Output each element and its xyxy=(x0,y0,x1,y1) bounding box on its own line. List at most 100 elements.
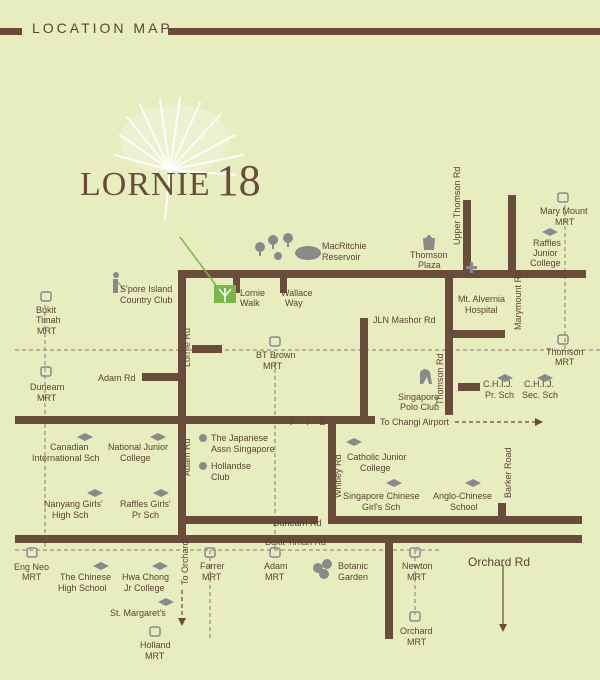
road-adam-upper xyxy=(142,373,186,381)
label-njc: National Junior xyxy=(108,442,168,452)
road-barker xyxy=(498,503,506,521)
label-alvernia-2: Hospital xyxy=(465,305,498,315)
label-wallace-way-2: Way xyxy=(285,298,303,308)
label-mrt-mary-mount: Mary Mount xyxy=(540,206,588,216)
mrt-icon-newton xyxy=(409,547,421,558)
label-thomson-plaza: Thomson xyxy=(410,250,448,260)
label-mrt-orchard: Orchard xyxy=(400,626,433,636)
label-japanese-assn: The Japanese xyxy=(211,433,268,443)
road-wallace-stub xyxy=(233,278,240,293)
header-rule-right xyxy=(168,28,600,35)
label-jln-mashor: JLN Mashor Rd xyxy=(373,315,436,325)
reservoir-icon xyxy=(295,246,321,260)
school-icon-chij-pr xyxy=(497,374,513,382)
label-lornie-walk-2: Walk xyxy=(240,298,260,308)
label-hollandse: Hollandse xyxy=(211,461,251,471)
mrt-icon-dunearn xyxy=(40,366,52,377)
label-to-changi: To Changi Airport xyxy=(380,417,450,427)
label-japanese-assn-2: Assn Singapore xyxy=(211,444,275,454)
label-raffles-jc: Raffles xyxy=(533,238,561,248)
header-rule-left xyxy=(0,28,22,35)
road-bukit-timah-west xyxy=(15,535,340,543)
label-scgs: Singapore Chinese xyxy=(343,491,420,501)
trees-icon-macritchie xyxy=(255,233,293,260)
label-whitley: Whitley Rd xyxy=(333,454,343,498)
label-pie: P I E xyxy=(290,417,329,427)
label-acs: Anglo-Chinese xyxy=(433,491,492,501)
label-barker: Barker Road xyxy=(503,447,513,498)
label-mrt-farrer-2: MRT xyxy=(202,572,222,582)
label-njc-2: College xyxy=(120,453,151,463)
school-icon-chinese-high xyxy=(93,562,109,570)
label-marymount: Marymount Rd xyxy=(513,271,523,330)
label-golf-2: Country Club xyxy=(120,295,173,305)
label-raffles-jc-3: College xyxy=(530,258,561,268)
arrow-to-changi-head xyxy=(535,418,543,426)
label-bukit-timah: Bukit Timah Rd xyxy=(265,537,326,547)
label-mrt-bt-brown: BT Brown xyxy=(256,350,295,360)
label-acs-2: School xyxy=(450,502,478,512)
label-mrt-farrer: Farrer xyxy=(200,561,225,571)
label-upper-thomson: Upper Thomson Rd xyxy=(452,167,462,245)
school-icon-cjc xyxy=(346,438,362,446)
label-raffles-girls-2: Pr Sch xyxy=(132,510,159,520)
mrt-icon-holland xyxy=(149,626,161,637)
label-chij-sec: C.H.I.J. xyxy=(524,379,554,389)
label-botanic-2: Garden xyxy=(338,572,368,582)
label-mrt-holland-2: MRT xyxy=(145,651,165,661)
road-pie xyxy=(15,416,375,424)
polo-horse-icon xyxy=(420,369,432,384)
label-mrt-bukit-timah-2: Timah xyxy=(36,315,61,325)
hospital-icon xyxy=(466,262,477,273)
trees-icon-botanic xyxy=(313,559,332,579)
label-mrt-bt-brown-2: MRT xyxy=(263,361,283,371)
mrt-icon-thomson xyxy=(557,334,569,345)
school-icon-chij-sec xyxy=(537,374,553,382)
label-chinese-high-2: High School xyxy=(58,583,107,593)
label-mrt-eng-neo: Eng Neo xyxy=(14,562,49,572)
road-jln-mashor xyxy=(360,318,368,420)
mrt-icon-farrer xyxy=(204,547,216,558)
road-thomson-link xyxy=(445,330,505,338)
school-icon-raffles-jc xyxy=(542,228,558,236)
label-mrt-thomson-2: MRT xyxy=(555,357,575,367)
golf-icon xyxy=(113,272,125,293)
mrt-icon-bukit-timah xyxy=(40,291,52,302)
label-mrt-adam-2: MRT xyxy=(265,572,285,582)
label-mrt-newton-2: MRT xyxy=(407,572,427,582)
label-botanic: Botanic xyxy=(338,561,369,571)
label-lornie-walk: Lornie xyxy=(240,288,265,298)
label-mrt-dunearn-2: MRT xyxy=(37,393,57,403)
label-mrt-newton: Newton xyxy=(402,561,433,571)
label-orchard-rd: Orchard Rd xyxy=(468,555,530,569)
label-mrt-bukit-timah-3: MRT xyxy=(37,326,57,336)
label-hwa-chong-2: Jr College xyxy=(124,583,165,593)
label-thomson-plaza-2: Plaza xyxy=(418,260,441,270)
logo-name: LORNIE xyxy=(80,166,211,203)
label-hwa-chong: Hwa Chong xyxy=(122,572,169,582)
school-icon-scgs xyxy=(386,479,402,487)
label-hollandse-2: Club xyxy=(211,472,230,482)
school-icon-nanyang xyxy=(87,489,103,497)
mrt-icon-mary-mount xyxy=(557,192,569,203)
label-mrt-thomson: Thomson xyxy=(546,347,584,357)
label-canadian: Canadian xyxy=(50,442,89,452)
label-chij-pr: C.H.I.J. xyxy=(483,379,513,389)
mrt-icon-adam xyxy=(269,547,281,558)
label-raffles-girls: Raffles Girls' xyxy=(120,499,171,509)
label-lornie-rd: Lornie Rd xyxy=(182,328,192,367)
site-pointer xyxy=(179,236,219,289)
hollandse-icon xyxy=(199,462,207,470)
label-adam-rd-upper: Adam Rd xyxy=(98,373,136,383)
label-to-orchard: To Orchard xyxy=(180,540,190,585)
label-golf: S'pore Island xyxy=(120,284,172,294)
school-icon-st-margaret xyxy=(158,598,174,606)
road-orchard xyxy=(385,539,393,639)
road-chij-stub xyxy=(458,383,480,391)
label-st-margaret: St. Margaret's xyxy=(110,608,166,618)
label-alvernia: Mt. Alvernia xyxy=(458,294,505,304)
school-icon-raffles-girls xyxy=(153,489,169,497)
label-mrt-mary-mount-2: MRT xyxy=(555,217,575,227)
